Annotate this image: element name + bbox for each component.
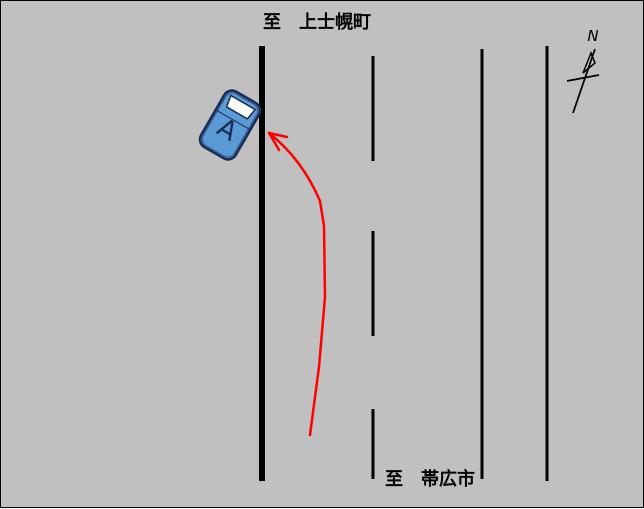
vehicle-path-arrow <box>267 131 327 437</box>
compass-north-label: N <box>587 27 598 45</box>
direction-label-top: 至 上士幌町 <box>263 12 371 33</box>
vehicle-a-icon: A <box>198 89 262 161</box>
north-compass-icon: N <box>566 27 600 114</box>
direction-label-bottom: 至 帯広市 <box>385 469 475 490</box>
